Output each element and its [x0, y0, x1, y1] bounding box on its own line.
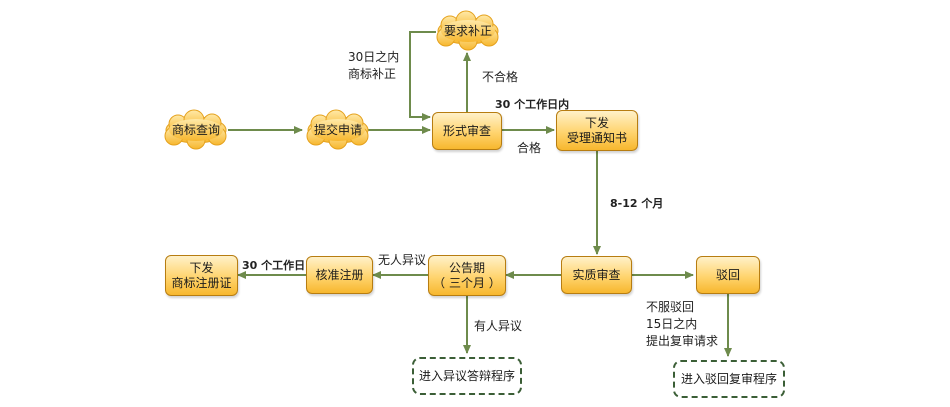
node-trademark-search: 商标查询: [160, 109, 232, 151]
node-label: 驳回: [715, 267, 740, 282]
label-correction-condition: 30日之内 商标补正: [348, 49, 399, 83]
node-label: 实质审查: [572, 267, 621, 282]
label-line: 30日之内: [348, 50, 400, 64]
node-issue-registration-certificate: 下发 商标注册证: [165, 255, 238, 296]
node-label-line1: 下发: [189, 260, 214, 275]
node-label-line1: 下发: [584, 115, 609, 130]
node-announcement-period: 公告期 （ 三个月 ）: [428, 255, 506, 296]
cloud-shape: [436, 10, 499, 51]
node-label-line1: 公告期: [448, 260, 485, 275]
node-label: 商标查询: [171, 122, 220, 137]
node-label: 核准注册: [315, 267, 364, 282]
node-submit-application: 提交申请: [302, 109, 374, 151]
node-require-correction: 要求补正: [432, 10, 504, 52]
label-line: 提出复审请求: [646, 334, 719, 348]
node-label: 进入异议答辩程序: [418, 368, 515, 383]
label-not-qualified: 不合格: [482, 70, 519, 84]
label-has-objection: 有人异议: [474, 319, 523, 333]
label-line: 15日之内: [646, 317, 698, 331]
label-disagree-rejection: 不服驳回 15日之内 提出复审请求: [646, 299, 718, 350]
node-substantive-review: 实质审查: [561, 256, 632, 294]
node-formal-review: 形式审查: [432, 112, 502, 150]
label-line: 商标补正: [348, 67, 397, 81]
label-no-objection: 无人异议: [378, 253, 427, 267]
node-label: 要求补正: [443, 23, 492, 38]
cloud-shape: [164, 109, 227, 150]
node-label: 提交申请: [313, 122, 362, 137]
arrow-correction-to-formal: [409, 31, 436, 121]
node-issue-acceptance-notice: 下发 受理通知书: [556, 110, 638, 151]
node-label-line2: 受理通知书: [566, 130, 627, 145]
label-thirty-workdays-top: 30 个工作日内: [495, 98, 570, 111]
label-thirty-workdays-bottom: 30 个工作日: [242, 259, 306, 272]
label-qualified: 合格: [517, 141, 542, 155]
node-approve-registration: 核准注册: [306, 256, 373, 294]
label-line: 不服驳回: [646, 300, 695, 314]
node-opposition-procedure: 进入异议答辩程序: [412, 357, 522, 395]
node-reject: 驳回: [696, 256, 760, 294]
label-eight-twelve-months: 8-12 个月: [610, 197, 664, 210]
node-label: 形式审查: [442, 123, 491, 138]
node-label: 进入驳回复审程序: [680, 371, 777, 386]
node-label-line2: 商标注册证: [171, 275, 232, 290]
cloud-shape: [306, 109, 369, 150]
node-reexamination-procedure: 进入驳回复审程序: [673, 360, 785, 398]
node-label-line2: （ 三个月 ）: [433, 275, 501, 290]
